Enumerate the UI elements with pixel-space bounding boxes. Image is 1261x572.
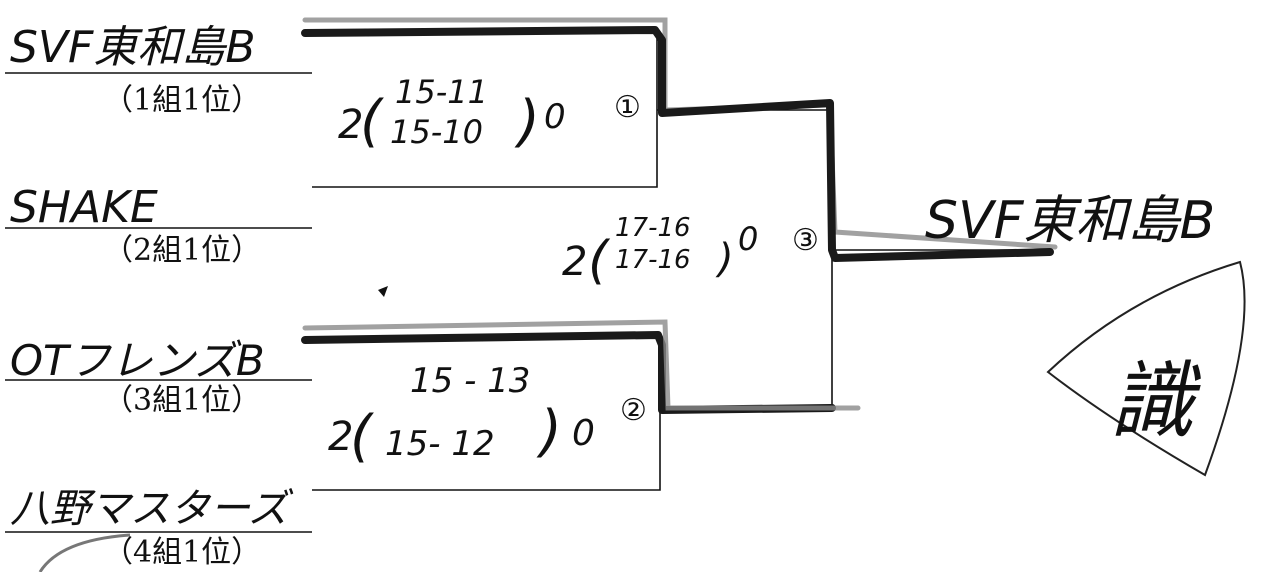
match-3-close-paren: ) <box>715 236 734 282</box>
team-3-group: （3組1位） <box>103 383 261 418</box>
team-1-group: （1組1位） <box>103 83 261 118</box>
match-1-set1: 15-11 <box>395 73 488 111</box>
team-4-name: 八野マスターズ <box>10 486 294 532</box>
match-2-set2: 15- 12 <box>385 424 495 464</box>
team-2-group: （2組1位） <box>103 233 261 268</box>
match-1-close-paren: ) <box>514 89 540 154</box>
match-2-score-right: 0 <box>572 413 595 454</box>
match-1-set2: 15-10 <box>390 113 483 151</box>
loser-path-gray <box>302 319 861 411</box>
match-1-open-paren: ( <box>360 89 384 154</box>
match-2-set1: 15 - 13 <box>410 361 530 401</box>
match-3-open-paren: ( <box>588 231 611 291</box>
match-1-score-right: 0 <box>544 97 566 137</box>
match-1-score-left: 2 <box>338 102 363 148</box>
match-3-set1: 17-16 <box>615 213 691 243</box>
bottom-left-scribble <box>38 533 131 572</box>
match-3-set2: 17-16 <box>615 245 691 275</box>
team-2-name: SHAKE <box>10 182 158 233</box>
winner-path-1 <box>301 26 1054 262</box>
match-2-close-paren: ) <box>536 399 562 464</box>
match-3-score-left: 2 <box>562 239 587 285</box>
winner-path-2 <box>301 331 836 414</box>
judge-stamp-character: 識 <box>1110 352 1201 450</box>
team-3-name: OTフレンズB <box>10 336 265 385</box>
match-2-open-paren: ( <box>350 404 374 469</box>
match-1-marker: ① <box>614 90 641 125</box>
judge-stamp-outline <box>1046 260 1246 477</box>
match-3-marker: ③ <box>792 223 819 258</box>
match-2-score-left: 2 <box>328 414 353 460</box>
match-2-marker: ② <box>620 393 647 428</box>
ink-dot <box>378 286 388 297</box>
winner-name: SVF東和島B <box>925 191 1215 251</box>
team-1-name: SVF東和島B <box>10 22 256 73</box>
match-3-score-right: 0 <box>738 220 758 258</box>
team-4-group: （4組1位） <box>103 535 261 570</box>
